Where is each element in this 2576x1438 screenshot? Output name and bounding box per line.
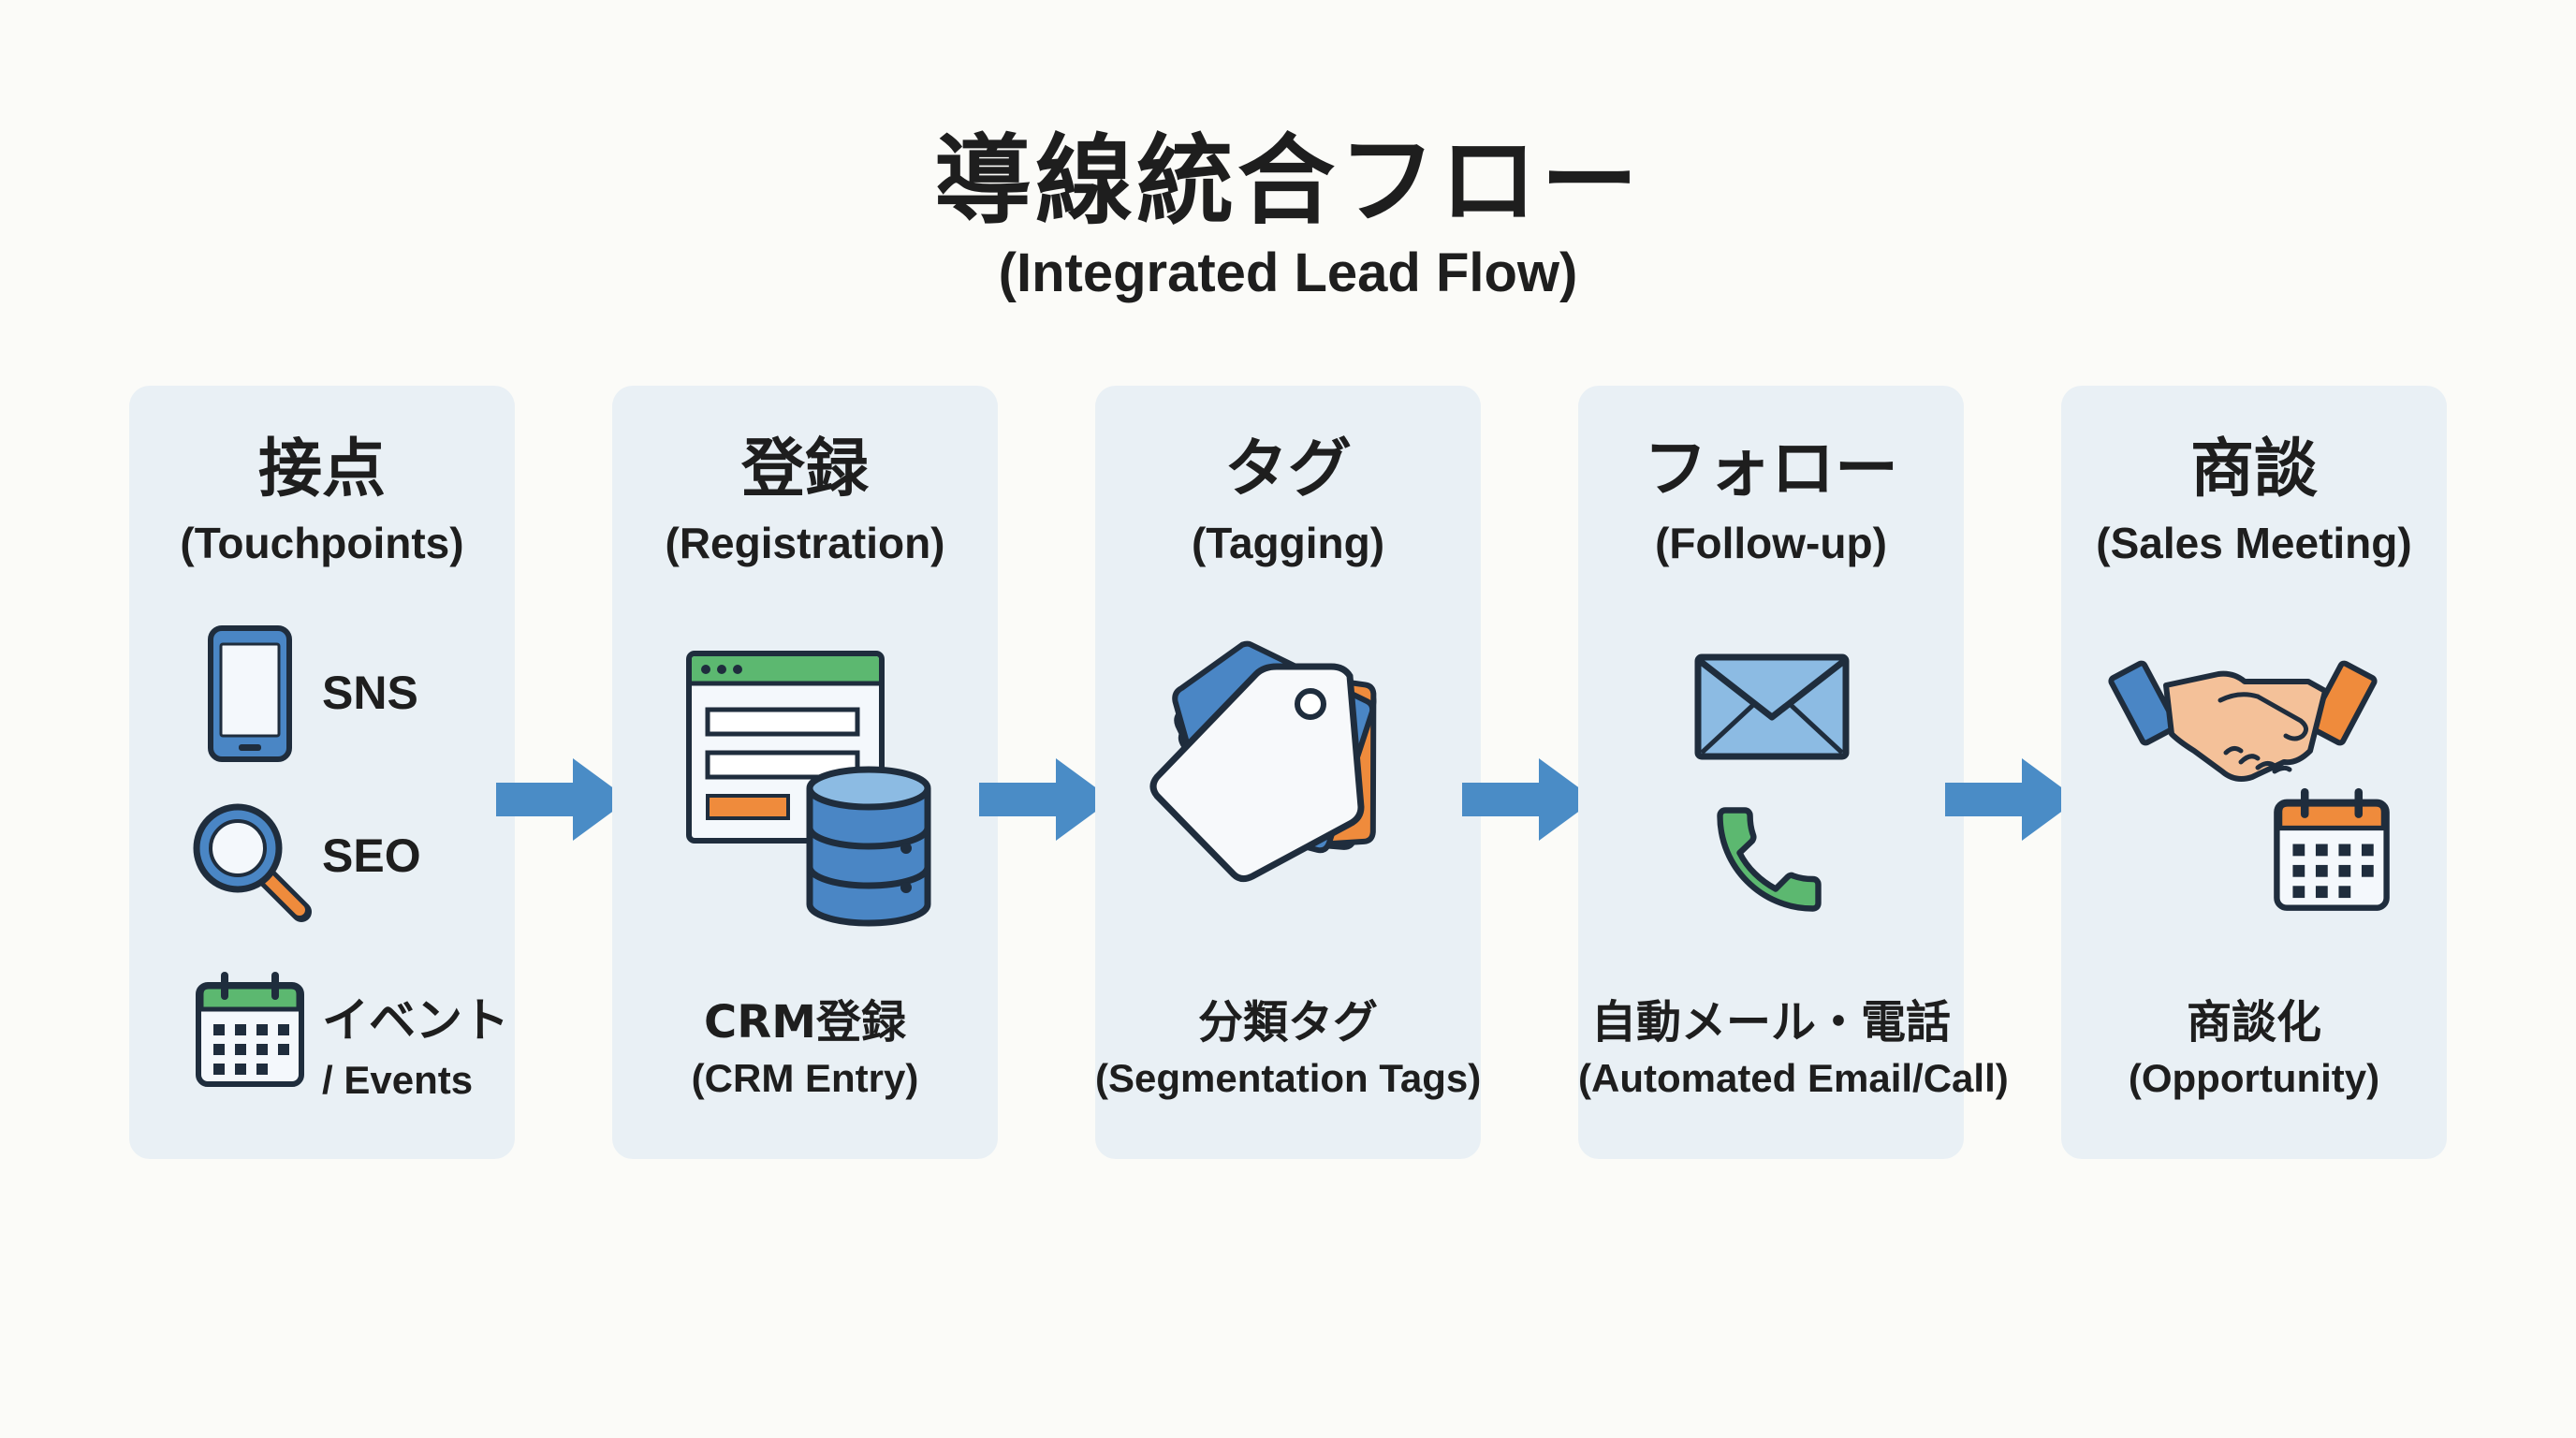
touchpoint-label-event-en: / Events <box>322 1058 474 1102</box>
page-subtitle: (Integrated Lead Flow) <box>998 242 1578 303</box>
step-caption: 分類タグ <box>1197 996 1378 1049</box>
step-subtitle: (Registration) <box>665 519 945 567</box>
handshake-icon <box>2108 660 2378 782</box>
touchpoint-label-event: イベント <box>322 993 509 1048</box>
arrow-right-icon <box>1945 758 2078 841</box>
step-title: 接点 <box>257 433 386 506</box>
step-caption-sub: (Automated Email/Call) <box>1578 1056 2009 1100</box>
magnifier-icon <box>193 803 312 922</box>
step-caption-sub: (Segmentation Tags) <box>1095 1056 1482 1100</box>
step-card-registration: 登録 (Registration) CRM登録 (CRM Entry) <box>612 386 998 1159</box>
step-title: タグ <box>1223 433 1352 506</box>
step-title: フォロー <box>1643 433 1898 506</box>
step-title: 商談 <box>2189 433 2318 506</box>
envelope-icon <box>1694 653 1850 760</box>
arrow-right-icon <box>979 758 1112 841</box>
step-subtitle: (Tagging) <box>1191 519 1385 567</box>
step-card-tagging: タグ (Tagging) 分類タグ (Segmentation Tags) <box>1095 386 1481 1159</box>
arrow-right-icon <box>1462 758 1595 841</box>
calendar-icon <box>196 972 304 1087</box>
step-caption: CRM登録 <box>704 996 906 1049</box>
step-card-touchpoints: 接点 (Touchpoints) SNS SEO イベント / Events <box>129 386 515 1159</box>
step-subtitle: (Touchpoints) <box>180 519 464 567</box>
step-caption-sub: (CRM Entry) <box>691 1056 919 1100</box>
step-card-followup: フォロー (Follow-up) 自動メール・電話 (Automated Ema… <box>1578 386 2009 1159</box>
step-title: 登録 <box>740 433 869 506</box>
touchpoint-label-sns: SNS <box>322 667 418 719</box>
step-caption: 自動メール・電話 <box>1590 996 1951 1049</box>
step-subtitle: (Sales Meeting) <box>2096 519 2412 567</box>
step-caption-sub: (Opportunity) <box>2128 1056 2380 1100</box>
arrow-right-icon <box>496 758 629 841</box>
page-title: 導線統合フロー <box>933 124 1642 238</box>
calendar-icon <box>2274 787 2390 911</box>
step-card-sales-meeting: 商談 (Sales Meeting) 商談化 (Opportunity) <box>2061 386 2447 1159</box>
step-caption: 商談化 <box>2186 996 2321 1049</box>
step-subtitle: (Follow-up) <box>1655 519 1887 567</box>
tag-stack-icon <box>1149 640 1377 883</box>
smartphone-icon <box>208 625 292 762</box>
database-icon <box>806 766 931 927</box>
touchpoint-label-seo: SEO <box>322 829 421 882</box>
phone-icon <box>1717 807 1822 912</box>
